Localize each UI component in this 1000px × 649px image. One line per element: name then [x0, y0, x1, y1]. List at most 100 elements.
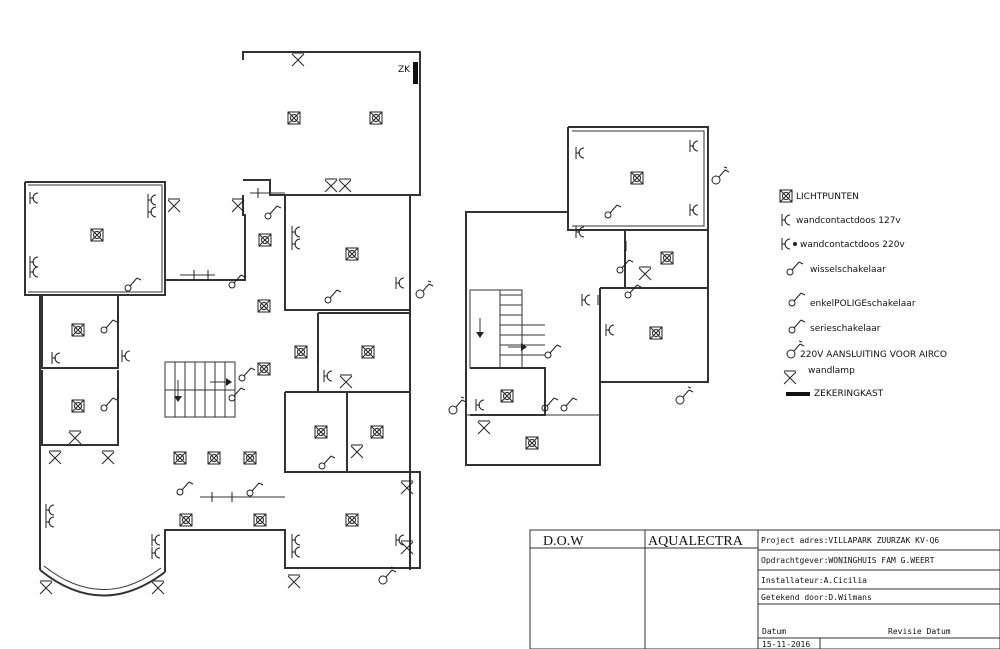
wall-lamp-icon [151, 580, 165, 595]
wall-lamp-icon [339, 374, 353, 389]
light-point-icon [294, 345, 308, 359]
switch-icon [318, 455, 336, 470]
switch-icon [176, 481, 194, 496]
series-switch-icon [788, 319, 806, 334]
ground-floor-walls: ZK [24, 51, 421, 597]
switch-icon [124, 277, 142, 292]
wall-lamp-icon [291, 52, 305, 67]
light-point-icon [500, 389, 514, 403]
wall-lamp-icon [68, 430, 82, 445]
light-point-icon [314, 425, 328, 439]
light-point-icon [345, 513, 359, 527]
socket-icon [147, 193, 157, 207]
socket-icon [605, 323, 615, 337]
revision-date-label: Revisie Datum [888, 627, 951, 636]
socket-icon [323, 369, 333, 383]
light-point-icon [370, 425, 384, 439]
wall-lamp-icon [400, 540, 414, 555]
legend-label-socket-127v: wandcontactdoos 127v [796, 216, 901, 226]
client-name: Opdrachtgever:WONINGHUIS FAM G.WEERT [761, 556, 935, 565]
legend-label-two-way-switch: wisselschakelaar [810, 265, 886, 275]
light-point-icon [90, 228, 104, 242]
wall-lamp-icon [638, 266, 652, 281]
light-point-icon [243, 451, 257, 465]
light-point-icon [369, 111, 383, 125]
wall-lamp-icon [400, 480, 414, 495]
switch-icon [228, 274, 246, 289]
socket-icon [291, 237, 301, 251]
installer-name: Installateur:A.Cicilia [761, 576, 867, 585]
upper-floor-walls [465, 126, 709, 466]
date-label: Datum [762, 627, 786, 636]
light-point-icon [71, 399, 85, 413]
legend-label-socket-220v: wandcontactdoos 220v [800, 240, 905, 250]
switch-icon [604, 204, 622, 219]
light-point-icon [257, 299, 271, 313]
wall-lamp-icon [350, 444, 364, 459]
wall-lamp-icon [338, 178, 352, 193]
wall-lamp-icon [324, 178, 338, 193]
socket-icon [29, 191, 39, 205]
light-point-icon [630, 171, 644, 185]
switch-icon [238, 367, 256, 382]
wall-lamps [39, 52, 652, 595]
aircon-connection-icon [711, 166, 730, 185]
light-points [71, 111, 674, 527]
light-point-icon [345, 247, 359, 261]
switch-icon [560, 397, 578, 412]
wall-lamp-icon [39, 580, 53, 595]
legend-label-fuse-box: ZEKERINGKAST [814, 389, 884, 399]
aircon-connection-icon [415, 280, 434, 299]
light-point-icon [207, 451, 221, 465]
socket-icon [147, 205, 157, 219]
fuse-box-icon [413, 62, 418, 84]
socket-icon [291, 225, 301, 239]
legend: LICHTPUNTEN wandcontactdoos 127v wandcon… [779, 189, 947, 399]
wall-lamp-icon [783, 370, 797, 385]
switch-icon [100, 319, 118, 334]
socket-icon [29, 255, 39, 269]
socket-220v-icon [781, 237, 791, 251]
socket-icon [45, 515, 55, 529]
light-point-icon [258, 233, 272, 247]
socket-icon [291, 533, 301, 547]
socket-icon [689, 139, 699, 153]
socket-icon [29, 265, 39, 279]
light-point-icon [779, 189, 793, 203]
socket-icon [575, 146, 585, 160]
light-point-icon [660, 251, 674, 265]
wall-lamp-icon [287, 574, 301, 589]
light-point-icon [361, 345, 375, 359]
socket-icon [689, 203, 699, 217]
date-value: 15-11-2016 [762, 640, 810, 649]
aircon-connection-icon [448, 396, 467, 415]
wall-lamp-icon [48, 450, 62, 465]
drawn-by: Getekend door:D.Wilmans [761, 593, 872, 602]
light-point-icon [649, 326, 663, 340]
switch-icon [264, 205, 282, 220]
legend-label-single-pole-switch: enkelPOLIGEschakelaar [810, 299, 916, 309]
switch-icon [324, 289, 342, 304]
light-point-icon [287, 111, 301, 125]
single-pole-switch-icon [788, 292, 806, 307]
socket-icon [395, 276, 405, 290]
socket-icon [151, 533, 161, 547]
light-point-icon [179, 513, 193, 527]
aircon-connection-icon [675, 386, 694, 405]
legend-label-wall-lamp: wandlamp [808, 366, 855, 376]
wall-ticks [117, 187, 627, 503]
light-point-icon [71, 323, 85, 337]
fuse-box-label: ZK [398, 65, 411, 75]
legend-label-lichtpunten: LICHTPUNTEN [796, 192, 859, 202]
wall-lamp-icon [101, 450, 115, 465]
switch-icon [624, 284, 642, 299]
socket-icon [575, 225, 585, 239]
title-block: D.O.W AQUALECTRA Project adres:VILLAPARK… [529, 529, 1000, 649]
light-point-icon [525, 436, 539, 450]
legend-label-airco: 220V AANSLUITING VOOR AIRCO [800, 350, 947, 360]
socket-icon [151, 546, 161, 560]
wall-sockets [29, 139, 699, 560]
fuse-box-icon [786, 392, 810, 396]
